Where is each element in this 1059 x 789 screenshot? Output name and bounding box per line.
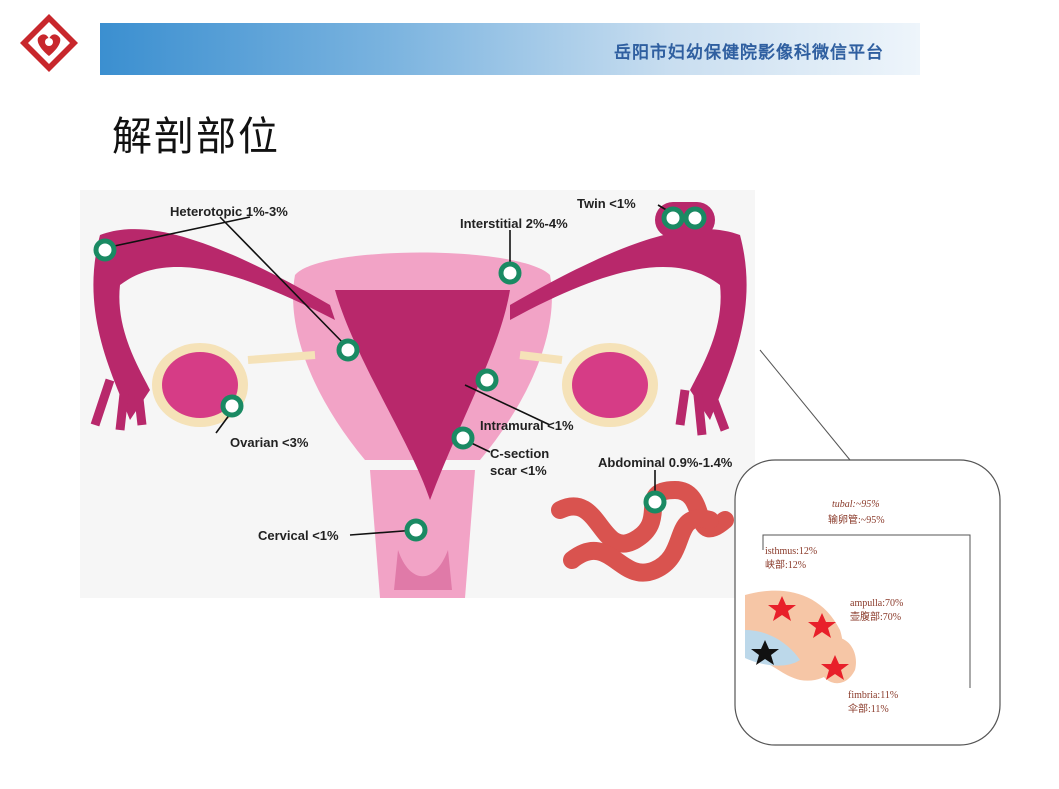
intramural-marker	[475, 368, 499, 392]
label-ovarian: Ovarian <3%	[230, 435, 309, 450]
label-twin: Twin <1%	[577, 196, 636, 211]
star-ampulla	[808, 613, 836, 638]
inset-isthmus-en: isthmus:12%	[765, 546, 817, 557]
star-black	[751, 640, 779, 665]
interstitial-marker	[498, 261, 522, 285]
heterotopic-marker-uterus	[336, 338, 360, 362]
inset-tubal-en: tubal:~95%	[832, 499, 880, 510]
c-section-marker	[451, 426, 475, 450]
uterine-cavity	[335, 290, 510, 500]
label-interstitial: Interstitial 2%-4%	[460, 216, 568, 231]
label-intramural: Intramural <1%	[480, 418, 574, 433]
twin-marker-1	[661, 206, 685, 230]
inset-fimbria-cn: 伞部:11%	[848, 702, 889, 715]
cervical-marker	[404, 518, 428, 542]
page-title: 解剖部位	[112, 114, 280, 160]
ovarian-marker	[220, 394, 244, 418]
inset-content: tubal:~95% 输卵管:~95% isthmus:12% 峡部:12% a…	[745, 499, 971, 715]
banner-text: 岳阳市妇幼保健院影像科微信平台	[614, 43, 884, 63]
label-abdominal: Abdominal 0.9%-1.4%	[598, 455, 733, 470]
inset-tubal-cn: 输卵管:~95%	[828, 513, 885, 526]
inset-isthmus-cn: 峡部:12%	[765, 558, 806, 571]
star-fimbria	[821, 655, 849, 680]
right-fallopian-tube	[510, 229, 747, 420]
uterus-diagram: Heterotopic 1%-3% Interstitial 2%-4% Twi…	[80, 190, 1001, 746]
abdominal-marker	[643, 490, 667, 514]
star-isthmus	[768, 596, 796, 621]
inset-ampulla-en: ampulla:70%	[850, 598, 903, 609]
inset-ampulla-cn: 壶腹部:70%	[850, 610, 901, 623]
label-c-section-2: scar <1%	[490, 463, 547, 478]
hospital-logo	[20, 14, 78, 72]
inset-fimbria-en: fimbria:11%	[848, 690, 898, 701]
label-cervical: Cervical <1%	[258, 528, 339, 543]
label-c-section-1: C-section	[490, 446, 549, 461]
header-banner: 岳阳市妇幼保健院影像科微信平台	[100, 23, 920, 75]
twin-marker-2	[683, 206, 707, 230]
heterotopic-marker-tube	[93, 238, 117, 262]
left-fallopian-tube	[93, 229, 335, 420]
label-heterotopic: Heterotopic 1%-3%	[170, 204, 288, 219]
